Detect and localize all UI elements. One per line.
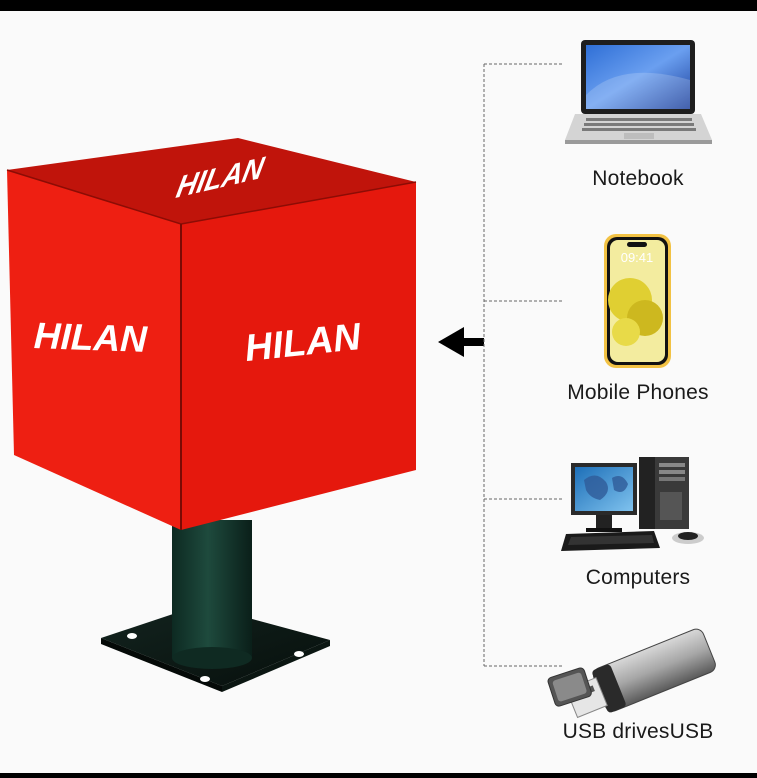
device-label-notebook: Notebook: [592, 167, 684, 190]
laptop-icon: [565, 40, 712, 144]
device-label-computers: Computers: [585, 566, 691, 589]
stand-pole: [172, 520, 252, 669]
top-border: [0, 0, 757, 11]
cube-top-face: [7, 138, 416, 224]
cube-left-text: HILAN: [33, 315, 149, 360]
cube-left-face: [7, 170, 181, 530]
connector-lines: [483, 63, 562, 667]
cube-right-face: [181, 182, 416, 530]
usb-drive-icon: [547, 628, 716, 719]
bottom-border: [0, 773, 757, 778]
hilan-cube: HILAN HILAN HILAN: [6, 138, 417, 530]
svg-text:09:41: 09:41: [621, 250, 654, 265]
smartphone-icon: 09:41: [604, 234, 671, 368]
arrow-left-icon: [438, 327, 484, 357]
device-label-usb-drives: USB drivesUSB: [562, 720, 714, 743]
desktop-computer-icon: [561, 457, 704, 551]
device-label-mobile-phones: Mobile Phones: [567, 381, 709, 404]
